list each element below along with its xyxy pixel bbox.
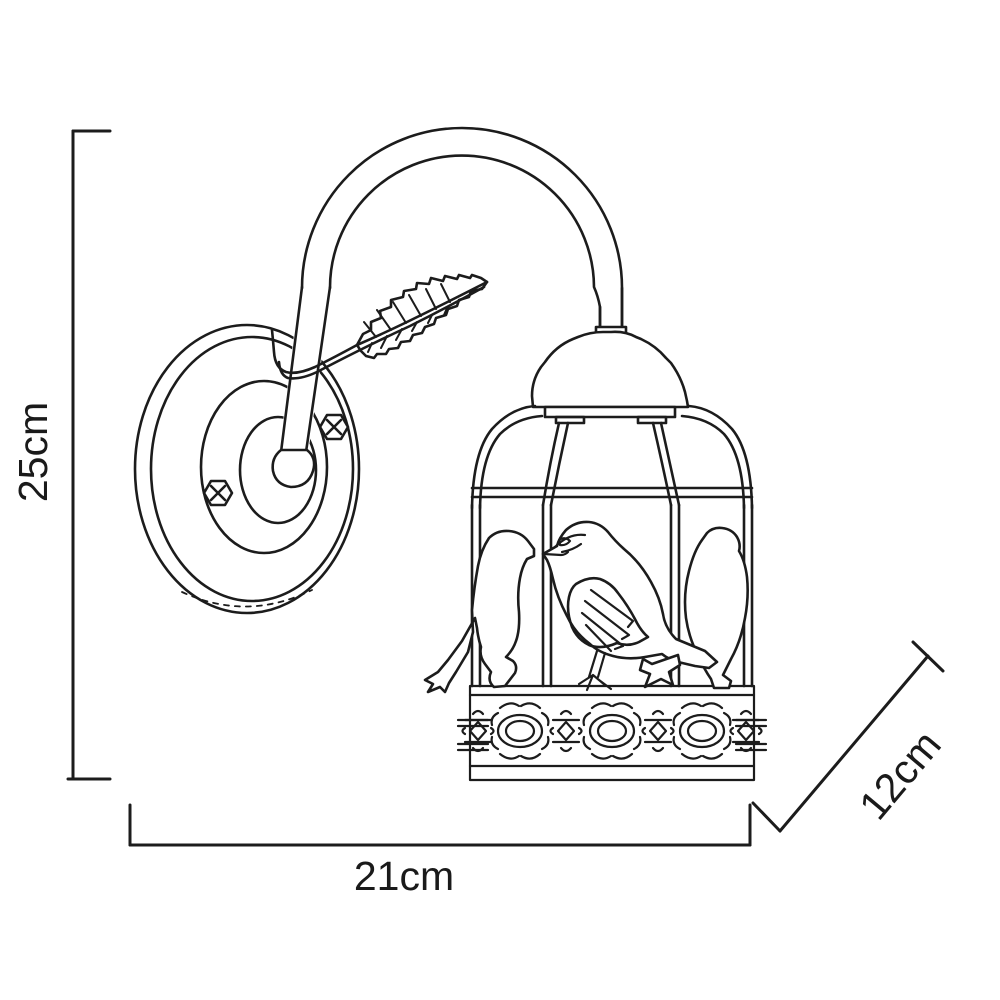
dimension-depth-tick-top <box>911 640 945 673</box>
leaf-ornament <box>270 273 489 380</box>
arm-rod-right-edge <box>304 285 332 454</box>
cage-ring <box>470 486 754 499</box>
arm-rod-left-edge <box>279 285 304 454</box>
bird-center-feathers <box>580 588 635 653</box>
dimension-height <box>66 129 112 781</box>
bird-center-wing <box>566 576 650 649</box>
band-fret-2 <box>641 709 675 753</box>
band-medallion-left <box>490 702 550 760</box>
dimension-depth-line <box>778 654 930 833</box>
bird-left <box>423 529 536 694</box>
band-frame <box>468 684 756 782</box>
band-rails <box>468 693 756 768</box>
plate-rim-texture <box>181 589 313 608</box>
leaf-midrib-2 <box>360 285 486 351</box>
arm-joint-knob <box>271 448 316 489</box>
dimension-height-label: 25cm <box>10 402 56 502</box>
screw-top-facets <box>325 418 343 436</box>
holder-base-ring <box>543 405 677 419</box>
bird-center-legs <box>577 649 613 692</box>
cage-band <box>456 684 768 782</box>
arm-arch-inner <box>328 154 602 329</box>
bird-center <box>541 520 719 692</box>
band-edge-connectors <box>456 718 768 752</box>
screw-bottom-facets <box>209 484 227 502</box>
plate-center-disc <box>199 379 329 555</box>
mounting-screws <box>202 413 350 507</box>
dimension-width <box>128 803 752 847</box>
holder-tab-left <box>554 415 586 425</box>
cage-dome-bar-right <box>651 421 681 507</box>
band-medallion-center <box>582 702 642 760</box>
plate-outer-rim <box>133 323 361 615</box>
plate-inner-rim <box>149 335 355 603</box>
dimension-depth <box>751 640 945 833</box>
cage-shoulder-right <box>680 404 754 510</box>
leaf-midrib <box>355 280 489 347</box>
cage-dome-bar-left <box>541 421 570 507</box>
bird-center-head-lines <box>553 533 587 554</box>
dimension-width-label: 21cm <box>354 853 454 899</box>
bird-center-rear-foot <box>638 653 682 689</box>
bird-center-eye <box>557 537 572 547</box>
plate-boss <box>238 415 318 525</box>
bird-left-body <box>423 529 536 694</box>
leaf-stem-2 <box>277 348 362 380</box>
leaf-stem <box>270 328 359 375</box>
band-medallion-right <box>672 702 732 760</box>
leaf-veins <box>363 283 451 353</box>
holder-neck <box>598 286 624 329</box>
dimension-depth-label: 12cm <box>850 722 950 828</box>
lamp-holder <box>530 286 690 425</box>
leaf-outline <box>355 273 489 360</box>
arm-arch-outer <box>300 126 624 329</box>
bird-center-beak-line <box>542 550 570 557</box>
holder-dome <box>530 330 690 409</box>
cage-shoulder-left <box>470 404 544 510</box>
band-fret-1 <box>549 709 583 753</box>
wall-mount-plate <box>133 323 361 615</box>
dimension-depth-tick-bottom <box>751 801 782 833</box>
